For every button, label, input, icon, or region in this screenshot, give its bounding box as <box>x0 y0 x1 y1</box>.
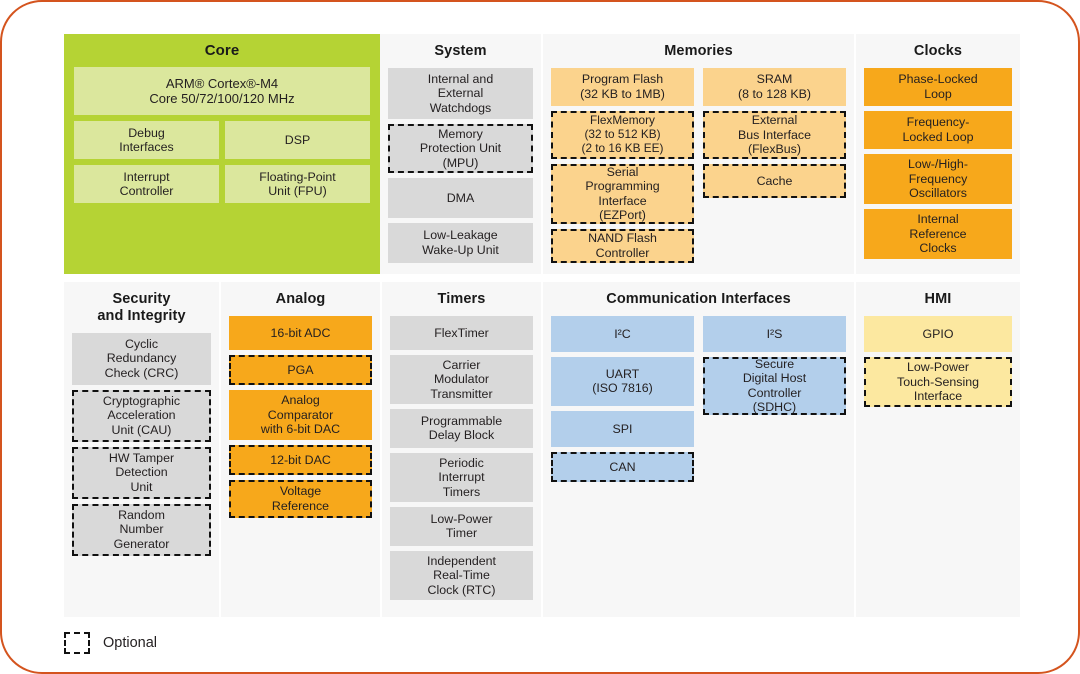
hmi-block-low-power-touch-sensing[interactable]: Low-Power Touch-Sensing Interface <box>864 356 1012 407</box>
diagram-row-1: Core ARM® Cortex®-M4 Core 50/72/100/120 … <box>64 34 1020 274</box>
core-block-cpu[interactable]: ARM® Cortex®-M4 Core 50/72/100/120 MHz <box>74 67 370 116</box>
panel-system: System Internal and External Watchdogs M… <box>380 34 541 274</box>
hmi-block-gpio[interactable]: GPIO <box>864 315 1012 352</box>
panel-communication-interfaces: Communication Interfaces I²C UART (ISO 7… <box>541 282 854 617</box>
clocks-blocks: Phase-Locked Loop Frequency- Locked Loop… <box>864 67 1012 259</box>
legend-label-optional: Optional <box>103 635 158 651</box>
core-cpu-line2: Core 50/72/100/120 MHz <box>149 91 295 107</box>
clocks-block-pll[interactable]: Phase-Locked Loop <box>864 67 1012 106</box>
core-block-interrupt-controller[interactable]: Interrupt Controller <box>74 165 219 204</box>
memories-block-program-flash[interactable]: Program Flash (32 KB to 1MB) <box>551 67 694 106</box>
panel-clocks: Clocks Phase-Locked Loop Frequency- Lock… <box>854 34 1020 274</box>
memories-block-flexbus[interactable]: External Bus Interface (FlexBus) <box>703 110 846 159</box>
system-block-low-leakage-wakeup[interactable]: Low-Leakage Wake-Up Unit <box>388 222 533 263</box>
analog-block-analog-comparator[interactable]: Analog Comparator with 6-bit DAC <box>229 389 372 440</box>
timers-blocks: FlexTimer Carrier Modulator Transmitter … <box>390 315 533 600</box>
analog-block-12bit-dac[interactable]: 12-bit DAC <box>229 444 372 475</box>
memories-block-nand-flash-controller[interactable]: NAND Flash Controller <box>551 228 694 263</box>
clocks-block-oscillators[interactable]: Low-/High- Frequency Oscillators <box>864 153 1012 204</box>
core-block-fpu[interactable]: Floating-Point Unit (FPU) <box>225 165 370 204</box>
comm-block-can[interactable]: CAN <box>551 451 694 482</box>
timers-block-flextimer[interactable]: FlexTimer <box>390 315 533 350</box>
panel-title-system: System <box>434 43 487 59</box>
clocks-block-fll[interactable]: Frequency- Locked Loop <box>864 110 1012 149</box>
panel-title-analog: Analog <box>275 291 326 307</box>
panel-hmi: HMI GPIO Low-Power Touch-Sensing Interfa… <box>854 282 1020 617</box>
security-blocks: Cyclic Redundancy Check (CRC) Cryptograp… <box>72 332 211 556</box>
analog-block-pga[interactable]: PGA <box>229 354 372 385</box>
analog-blocks: 16-bit ADC PGA Analog Comparator with 6-… <box>229 315 372 518</box>
comm-column-right: I²S Secure Digital Host Controller (SDHC… <box>703 315 846 482</box>
timers-block-periodic-interrupt-timers[interactable]: Periodic Interrupt Timers <box>390 452 533 502</box>
memories-block-cache[interactable]: Cache <box>703 163 846 198</box>
timers-block-carrier-modulator-transmitter[interactable]: Carrier Modulator Transmitter <box>390 354 533 404</box>
security-block-cau[interactable]: Cryptographic Acceleration Unit (CAU) <box>72 389 211 442</box>
timers-block-programmable-delay-block[interactable]: Programmable Delay Block <box>390 408 533 448</box>
panel-title-hmi: HMI <box>924 291 952 307</box>
core-block-dsp[interactable]: DSP <box>225 121 370 160</box>
comm-block-sdhc[interactable]: Secure Digital Host Controller (SDHC) <box>703 356 846 415</box>
core-block-debug-interfaces[interactable]: Debug Interfaces <box>74 121 219 160</box>
panel-security-and-integrity: Security and Integrity Cyclic Redundancy… <box>64 282 219 617</box>
panel-analog: Analog 16-bit ADC PGA Analog Comparator … <box>219 282 380 617</box>
comm-block-i2c[interactable]: I²C <box>551 315 694 352</box>
panel-memories: Memories Program Flash (32 KB to 1MB) Fl… <box>541 34 854 274</box>
comm-block-uart[interactable]: UART (ISO 7816) <box>551 356 694 406</box>
panel-title-security: Security and Integrity <box>97 291 186 324</box>
system-block-watchdogs[interactable]: Internal and External Watchdogs <box>388 67 533 119</box>
legend: Optional <box>64 632 157 654</box>
timers-block-rtc[interactable]: Independent Real-Time Clock (RTC) <box>390 550 533 600</box>
analog-block-voltage-reference[interactable]: Voltage Reference <box>229 479 372 518</box>
core-row-2: Interrupt Controller Floating-Point Unit… <box>74 165 370 204</box>
panel-title-clocks: Clocks <box>913 43 963 59</box>
panel-title-memories: Memories <box>664 43 733 59</box>
core-cpu-line1: ARM® Cortex®-M4 <box>165 76 279 92</box>
panel-title-timers: Timers <box>437 291 486 307</box>
system-blocks: Internal and External Watchdogs Memory P… <box>388 67 533 263</box>
memories-column-right: SRAM (8 to 128 KB) External Bus Interfac… <box>703 67 846 263</box>
diagram-row-2: Security and Integrity Cyclic Redundancy… <box>64 282 1020 617</box>
memories-block-flexmemory[interactable]: FlexMemory (32 to 512 KB) (2 to 16 KB EE… <box>551 110 694 159</box>
analog-block-16bit-adc[interactable]: 16-bit ADC <box>229 315 372 350</box>
hmi-blocks: GPIO Low-Power Touch-Sensing Interface <box>864 315 1012 407</box>
security-block-hw-tamper-detection[interactable]: HW Tamper Detection Unit <box>72 446 211 499</box>
memories-block-sram[interactable]: SRAM (8 to 128 KB) <box>703 67 846 106</box>
core-row-1: Debug Interfaces DSP <box>74 121 370 160</box>
memories-column-left: Program Flash (32 KB to 1MB) FlexMemory … <box>551 67 694 263</box>
clocks-block-internal-reference-clocks[interactable]: Internal Reference Clocks <box>864 208 1012 259</box>
comm-block-spi[interactable]: SPI <box>551 410 694 447</box>
panel-timers: Timers FlexTimer Carrier Modulator Trans… <box>380 282 541 617</box>
comm-column-left: I²C UART (ISO 7816) SPI CAN <box>551 315 694 482</box>
security-block-rng[interactable]: Random Number Generator <box>72 503 211 556</box>
system-block-dma[interactable]: DMA <box>388 177 533 218</box>
system-block-mpu[interactable]: Memory Protection Unit (MPU) <box>388 123 533 173</box>
security-block-crc[interactable]: Cyclic Redundancy Check (CRC) <box>72 332 211 385</box>
comm-block-i2s[interactable]: I²S <box>703 315 846 352</box>
block-diagram-canvas: Core ARM® Cortex®-M4 Core 50/72/100/120 … <box>64 34 1020 617</box>
panel-core: Core ARM® Cortex®-M4 Core 50/72/100/120 … <box>64 34 380 274</box>
memories-columns: Program Flash (32 KB to 1MB) FlexMemory … <box>551 67 846 263</box>
memories-block-ezport[interactable]: Serial Programming Interface (EZPort) <box>551 163 694 224</box>
timers-block-low-power-timer[interactable]: Low-Power Timer <box>390 506 533 546</box>
dashed-square-icon <box>64 632 90 654</box>
comm-columns: I²C UART (ISO 7816) SPI CAN I²S Secure D… <box>551 315 846 482</box>
panel-title-communication-interfaces: Communication Interfaces <box>606 291 791 307</box>
panel-title-core: Core <box>204 42 240 59</box>
